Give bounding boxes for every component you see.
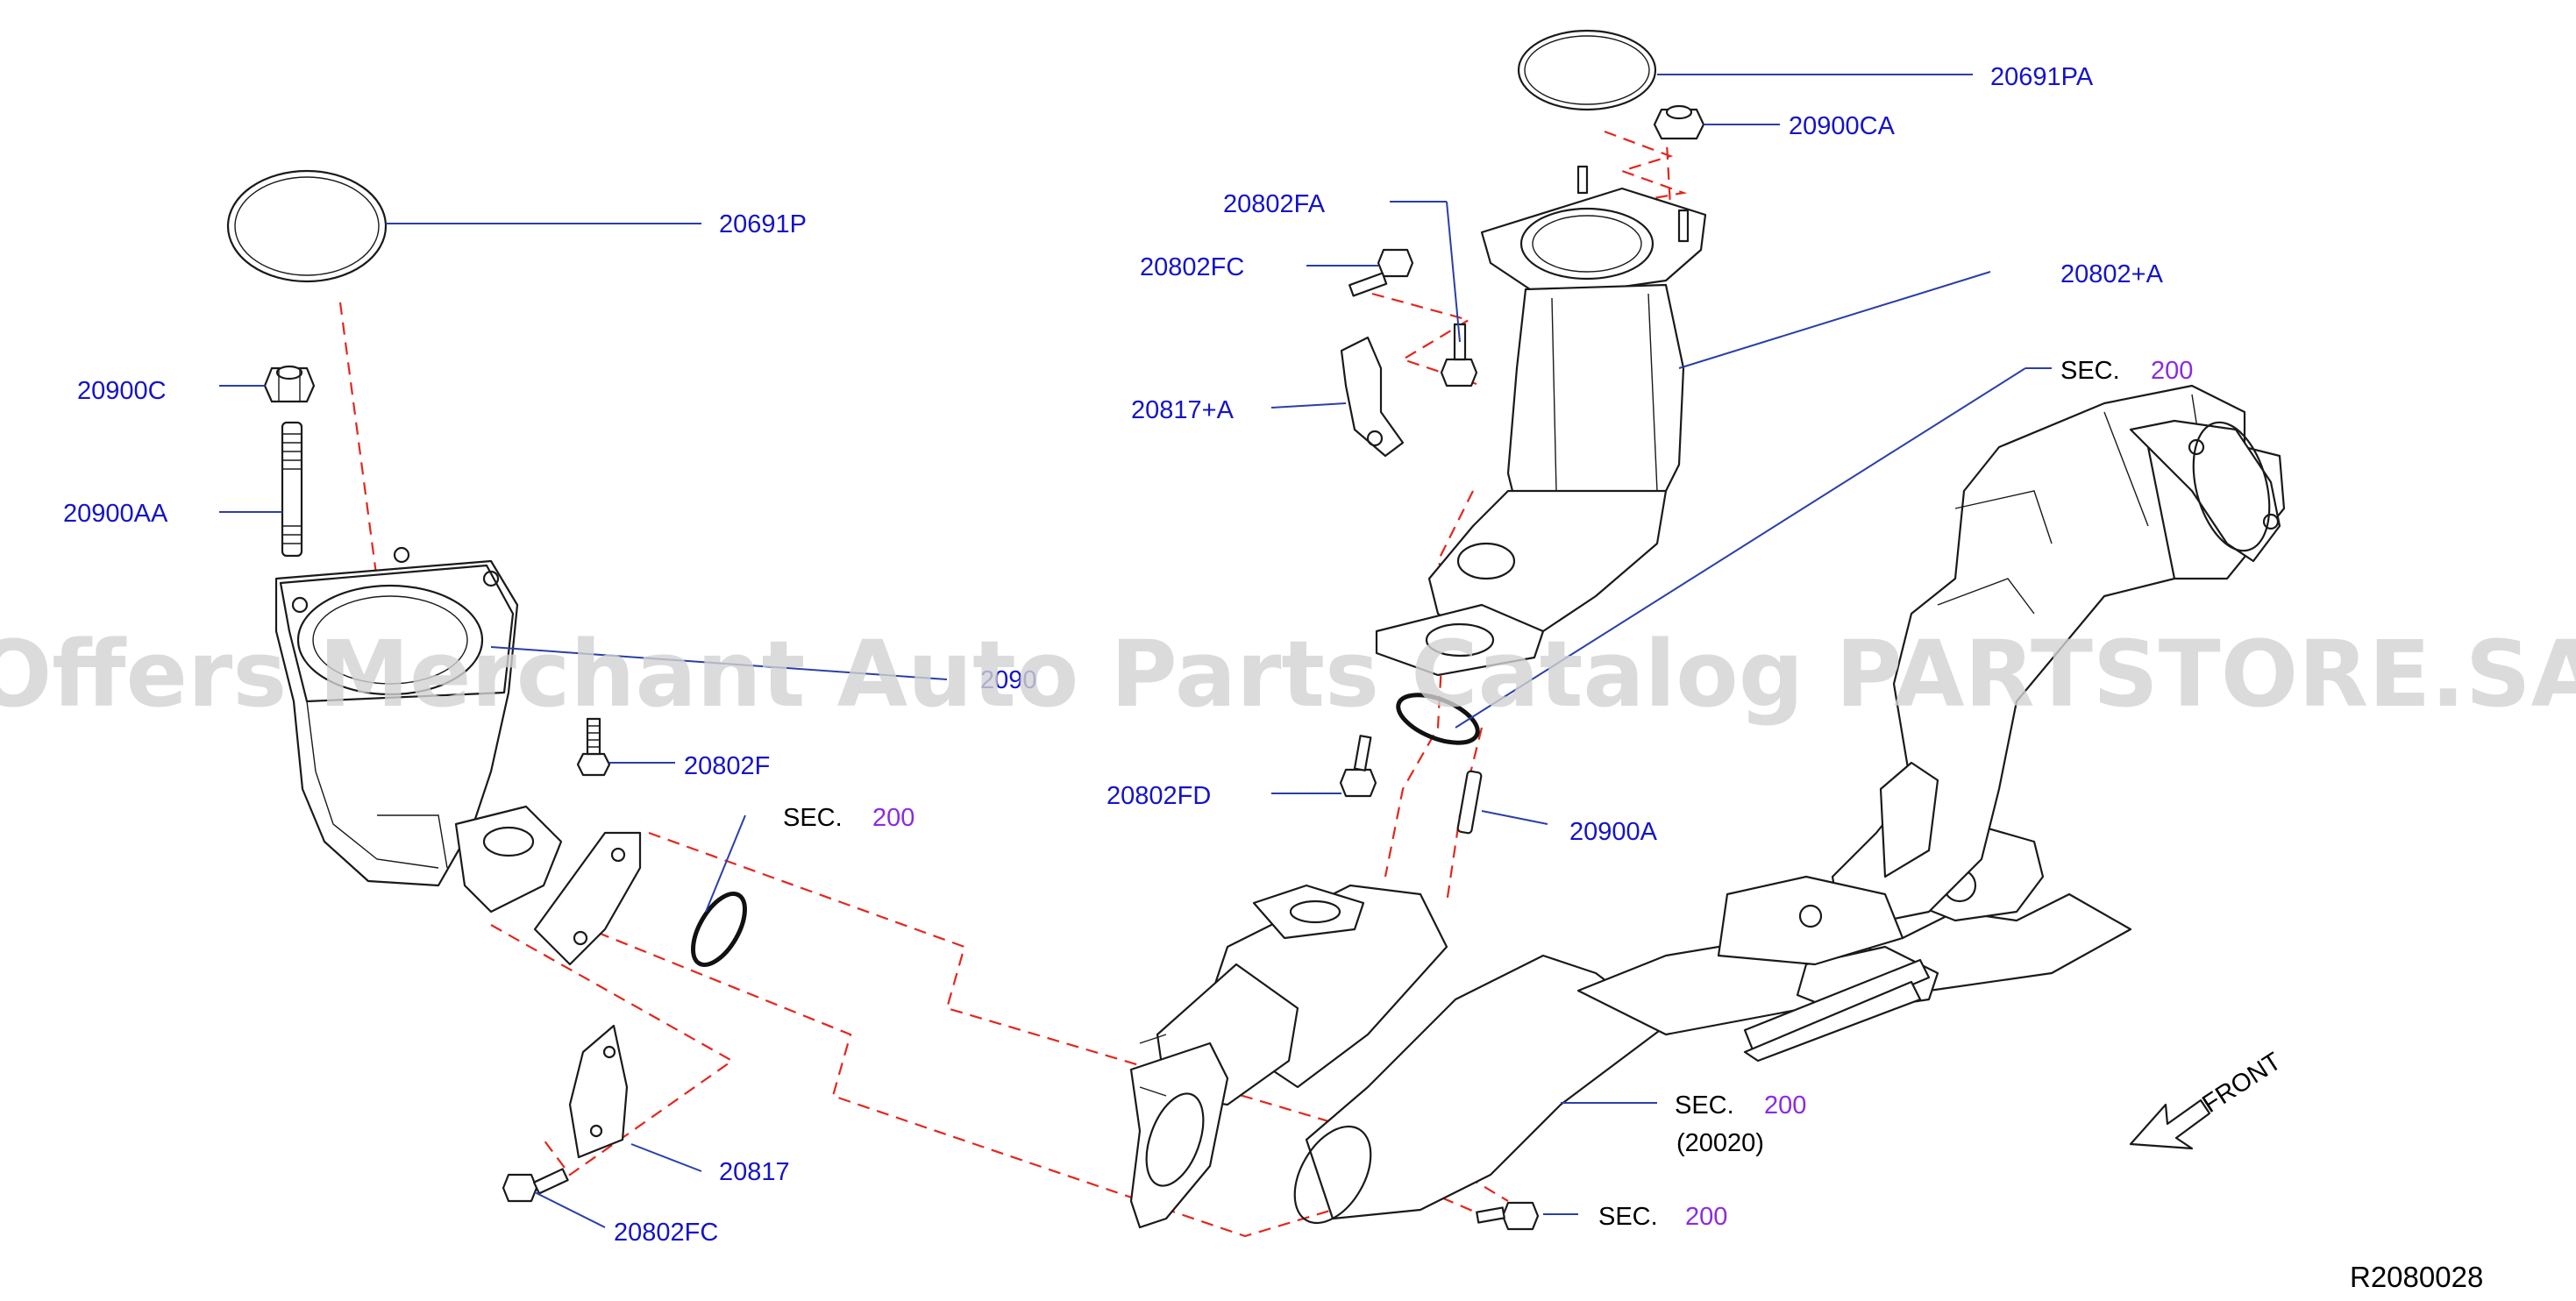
sec-top-right-number[interactable]: 200 [2151,357,2193,385]
label-20802F[interactable]: 20802F [684,752,770,780]
stud-20900AA [281,421,303,558]
bracket-20817 [568,1024,629,1159]
label-20900-partial[interactable]: 2090 [980,666,1037,694]
bolt-20802FD [1339,735,1377,798]
stud-20900A [1456,770,1483,835]
label-20817[interactable]: 20817 [719,1158,790,1186]
exhaust-rear-tube [1717,384,2286,966]
bolt-sec-bottom [1476,1201,1540,1231]
sec-main-number[interactable]: 200 [1764,1091,1806,1120]
gasket-ring-20691PA [1517,29,1657,111]
bolt-20802FC-left [502,1168,569,1203]
nut-20900CA [1653,104,1705,140]
gasket-ring-20691P [226,169,388,283]
reference-code: R2080028 [2350,1261,2483,1293]
label-20691PA[interactable]: 20691PA [1990,63,2094,91]
part-labels: 20691P 20900C 20900AA 2090 20802F 20817 … [63,63,2483,1293]
sec-main-sub: (20020) [1676,1129,1764,1157]
label-20817A[interactable]: 20817+A [1131,396,1235,424]
sec-top-right-prefix: SEC. [2060,357,2120,385]
label-20802FD[interactable]: 20802FD [1107,782,1211,810]
catalytic-converter-left [274,546,563,914]
sec-bottom-prefix: SEC. [1598,1203,1658,1231]
label-20900C[interactable]: 20900C [77,377,167,405]
label-20802A[interactable]: 20802+A [2060,260,2164,288]
exhaust-front-tube [1129,884,1448,1229]
bolt-20802FC-right [1348,248,1414,297]
exhaust-main-pipe [1293,822,2132,1225]
label-20802FA[interactable]: 20802FA [1223,190,1326,218]
bracket-20817A [1340,336,1405,458]
label-20900A[interactable]: 20900A [1569,818,1658,846]
bolt-20802F [576,717,611,777]
nut-20900C [263,365,316,403]
gasket-ring-left-sec [691,892,747,967]
label-20900AA[interactable]: 20900AA [63,500,168,528]
catalytic-converter-right [1375,165,1707,677]
label-20802FC-right[interactable]: 20802FC [1140,253,1244,281]
front-label: FRONT [2197,1047,2286,1118]
sec-bottom-number[interactable]: 200 [1685,1203,1727,1231]
sec-left-prefix: SEC. [783,804,843,832]
sec-left-number[interactable]: 200 [872,804,914,832]
label-20802FC-left[interactable]: 20802FC [614,1219,718,1247]
label-20691P[interactable]: 20691P [719,210,807,238]
flange-left [533,831,642,966]
leader-lines [219,74,2052,1228]
label-20900CA[interactable]: 20900CA [1789,112,1896,140]
front-arrow-icon [2129,1098,2211,1150]
watermark: Offers Merchant Auto Parts Catalog PARTS… [0,621,2576,728]
gasket-ring-center [1396,693,1480,745]
sec-main-prefix: SEC. [1675,1091,1734,1120]
